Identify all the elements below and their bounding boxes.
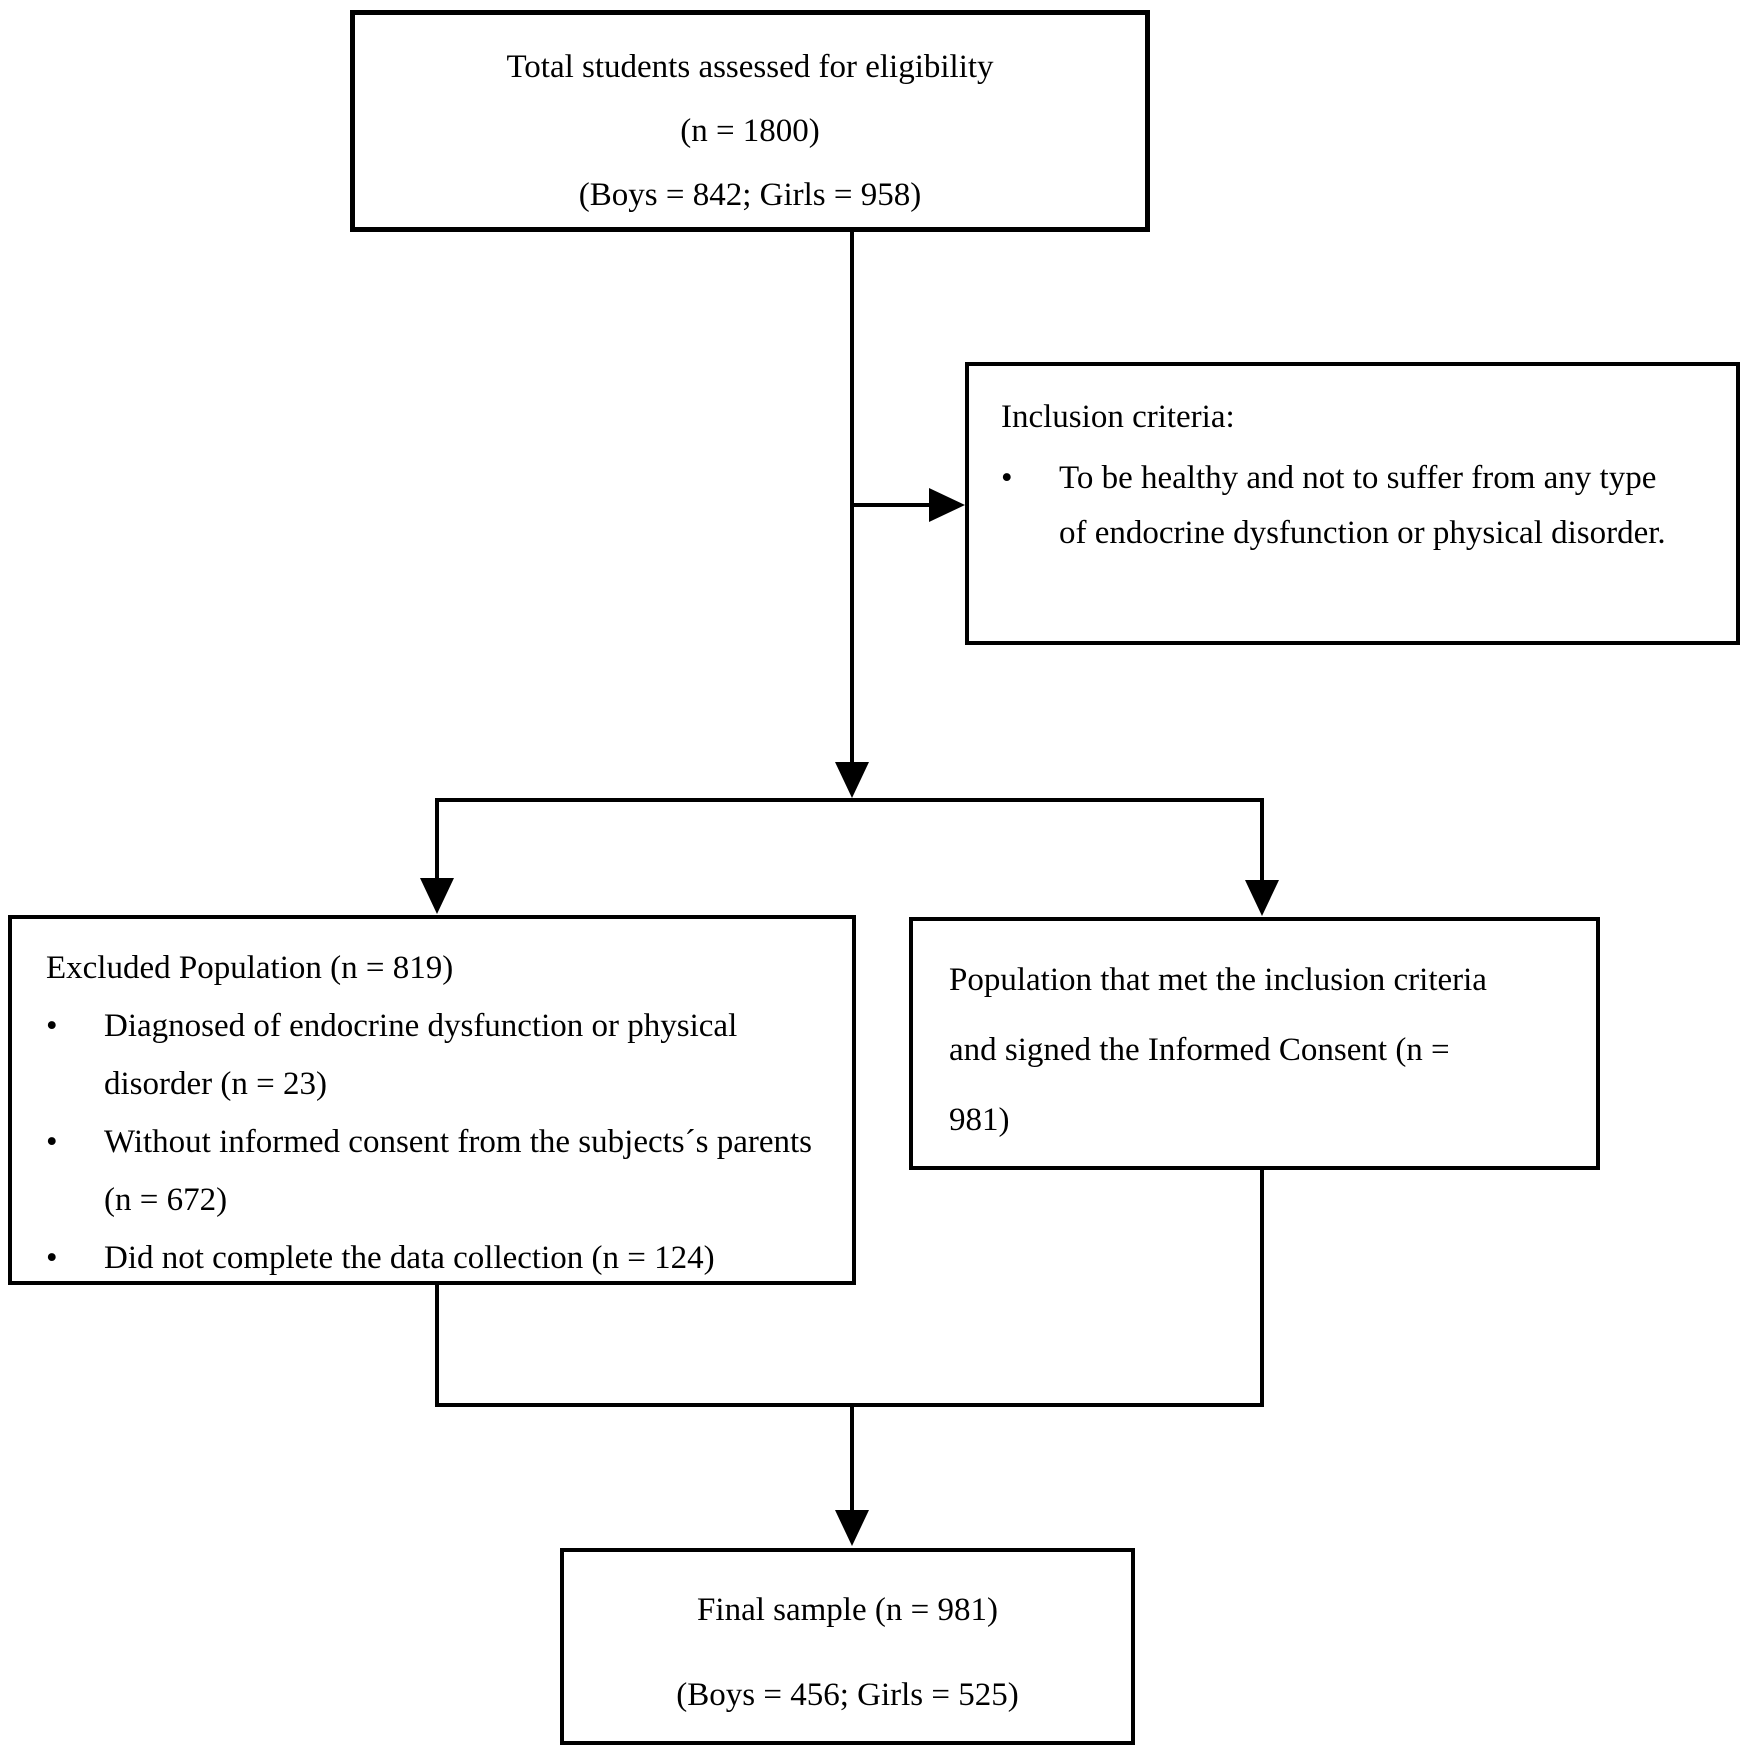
total-eligibility-line3: (Boys = 842; Girls = 958): [578, 177, 922, 213]
final-sample-line1: Final sample (n = 981): [697, 1592, 998, 1628]
connector-left-drop: [435, 798, 439, 880]
arrowhead-right-icon: [929, 488, 965, 522]
arrowhead-down-icon: [835, 762, 869, 798]
connector-merge-right: [1260, 1170, 1264, 1407]
bullet-dot-icon: •: [46, 1124, 58, 1160]
connector-final-vertical: [850, 1403, 854, 1512]
arrowhead-down-icon: [1245, 880, 1279, 916]
bullet-dot-icon: •: [1001, 460, 1013, 496]
excluded-reason-text: Did not complete the data collection (n …: [104, 1240, 715, 1276]
connector-split-horizontal: [435, 798, 1264, 802]
included-population-text: Population that met the inclusion criter…: [949, 962, 1487, 1138]
connector-main-vertical: [850, 232, 854, 764]
total-eligibility-box: Total students assessed for eligibility …: [350, 10, 1150, 232]
excluded-reason-item: • Diagnosed of endocrine dysfunction or …: [46, 997, 842, 1113]
inclusion-criteria-item-text: To be healthy and not to suffer from any…: [1059, 460, 1666, 551]
final-sample-box: Final sample (n = 981) (Boys = 456; Girl…: [560, 1548, 1135, 1745]
bullet-dot-icon: •: [46, 1240, 58, 1276]
connector-inclusion-branch: [852, 503, 930, 507]
inclusion-criteria-item: • To be healthy and not to suffer from a…: [1001, 451, 1716, 561]
bullet-dot-icon: •: [46, 1008, 58, 1044]
inclusion-criteria-title: Inclusion criteria:: [1001, 399, 1235, 435]
total-eligibility-line2: (n = 1800): [680, 113, 820, 149]
included-population-box: Population that met the inclusion criter…: [909, 917, 1600, 1170]
final-sample-line2: (Boys = 456; Girls = 525): [676, 1677, 1019, 1713]
arrowhead-down-icon: [835, 1510, 869, 1546]
connector-merge-left: [435, 1285, 439, 1407]
arrowhead-down-icon: [420, 878, 454, 914]
excluded-population-box: Excluded Population (n = 819) • Diagnose…: [8, 915, 856, 1285]
inclusion-criteria-box: Inclusion criteria: • To be healthy and …: [965, 362, 1740, 645]
connector-right-drop: [1260, 798, 1264, 882]
excluded-reason-item: • Without informed consent from the subj…: [46, 1113, 842, 1229]
connector-merge-horizontal: [435, 1403, 1264, 1407]
excluded-reason-text: Without informed consent from the subjec…: [104, 1124, 813, 1218]
excluded-population-title: Excluded Population (n = 819): [46, 950, 454, 986]
excluded-reason-item: • Did not complete the data collection (…: [46, 1229, 842, 1287]
total-eligibility-line1: Total students assessed for eligibility: [506, 49, 994, 85]
excluded-reason-text: Diagnosed of endocrine dysfunction or ph…: [104, 1008, 738, 1102]
